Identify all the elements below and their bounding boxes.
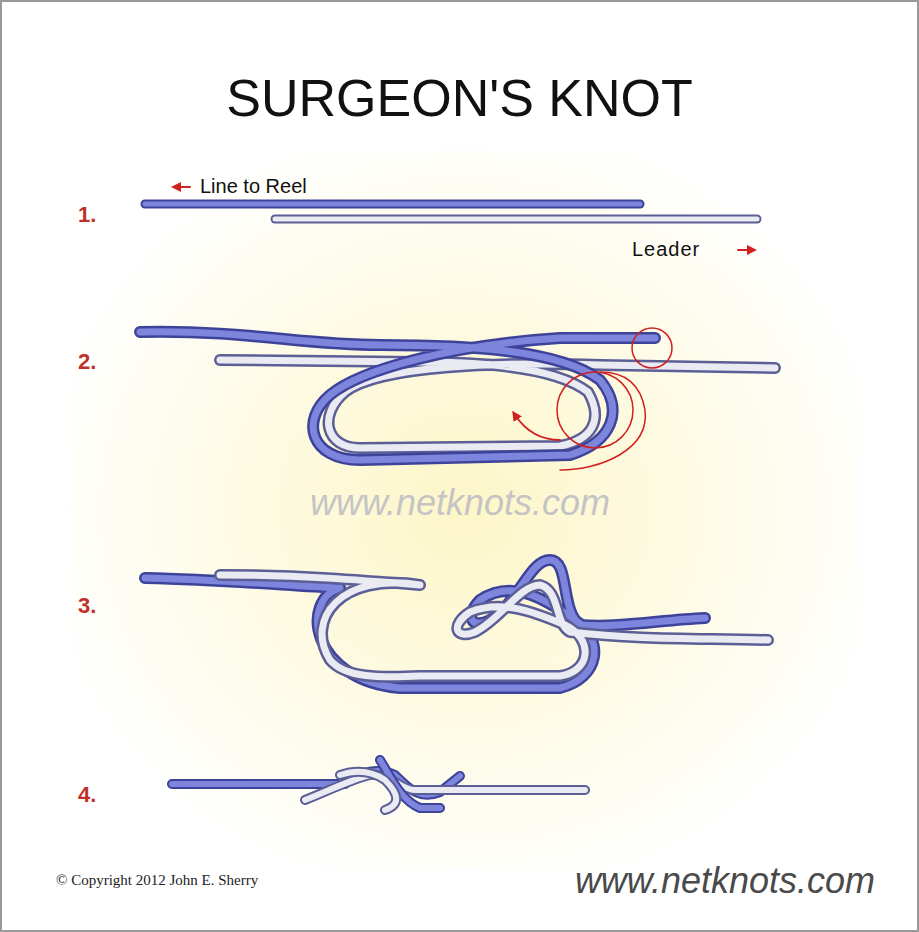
watermark: www.netknots.com (575, 860, 875, 902)
line-label: Line to Reel (200, 175, 307, 198)
step-number: 3. (78, 593, 96, 619)
line-label: Leader (632, 238, 700, 261)
diagram-title: SURGEON'S KNOT (226, 68, 692, 128)
step-number: 4. (78, 782, 96, 808)
step-number: 2. (78, 349, 96, 375)
copyright-note: © Copyright 2012 John E. Sherry (56, 872, 258, 889)
watermark: www.netknots.com (310, 482, 610, 524)
step-number: 1. (78, 202, 96, 228)
